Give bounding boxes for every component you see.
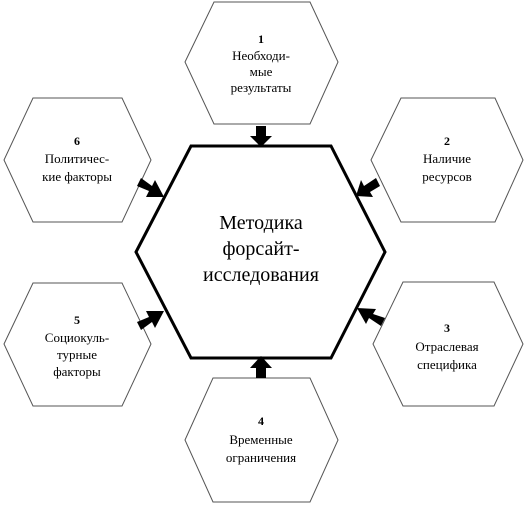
- factor-3-line-2: специфика: [417, 357, 477, 372]
- factor-2-number: 2: [444, 134, 450, 148]
- factor-5-line-2: турные: [57, 347, 97, 362]
- factor-6-number: 6: [74, 134, 80, 148]
- center-title-line-3: исследования: [203, 264, 319, 286]
- factor-1-line-1: Необходи-: [232, 48, 290, 63]
- factor-hexagon-5: 5 Социокуль- турные факторы: [3, 282, 152, 407]
- arrow-2-icon: [356, 178, 380, 197]
- factor-1-number: 1: [258, 32, 264, 46]
- factor-2-line-1: Наличие: [423, 151, 471, 166]
- factor-5-line-1: Социокуль-: [45, 330, 109, 345]
- center-title-line-2: форсайт-: [222, 238, 299, 260]
- factor-6-line-2: кие факторы: [42, 169, 112, 184]
- factor-hexagon-3: 3 Отраслевая специфика: [372, 281, 524, 407]
- factor-hexagon-1: 1 Необходи- мые результаты: [184, 1, 339, 125]
- factor-5-line-3: факторы: [53, 364, 101, 379]
- factor-3-line-1: Отраслевая: [415, 339, 478, 354]
- factor-4-line-2: ограничения: [226, 450, 296, 465]
- factor-hexagon-2: 2 Наличие ресурсов: [370, 97, 524, 223]
- arrow-4-icon: [250, 356, 272, 378]
- factor-2-line-2: ресурсов: [422, 169, 472, 184]
- factor-hexagon-6: 6 Политичес- кие факторы: [3, 97, 152, 223]
- factor-6-line-1: Политичес-: [45, 151, 110, 166]
- arrow-1-icon: [250, 126, 272, 147]
- factor-1-line-2: мые: [250, 64, 273, 79]
- arrow-6-icon: [137, 178, 164, 197]
- factor-5-number: 5: [74, 313, 80, 327]
- center-hexagon: Методика форсайт- исследования: [134, 144, 387, 360]
- factor-3-number: 3: [444, 321, 450, 335]
- factor-1-line-3: результаты: [231, 80, 292, 95]
- center-title-line-1: Методика: [219, 212, 303, 234]
- factor-4-line-1: Временные: [229, 432, 293, 447]
- arrow-3-icon: [357, 308, 385, 326]
- factor-hexagon-4: 4 Временные ограничения: [184, 377, 339, 503]
- arrow-5-icon: [137, 311, 164, 330]
- factor-4-number: 4: [258, 414, 264, 428]
